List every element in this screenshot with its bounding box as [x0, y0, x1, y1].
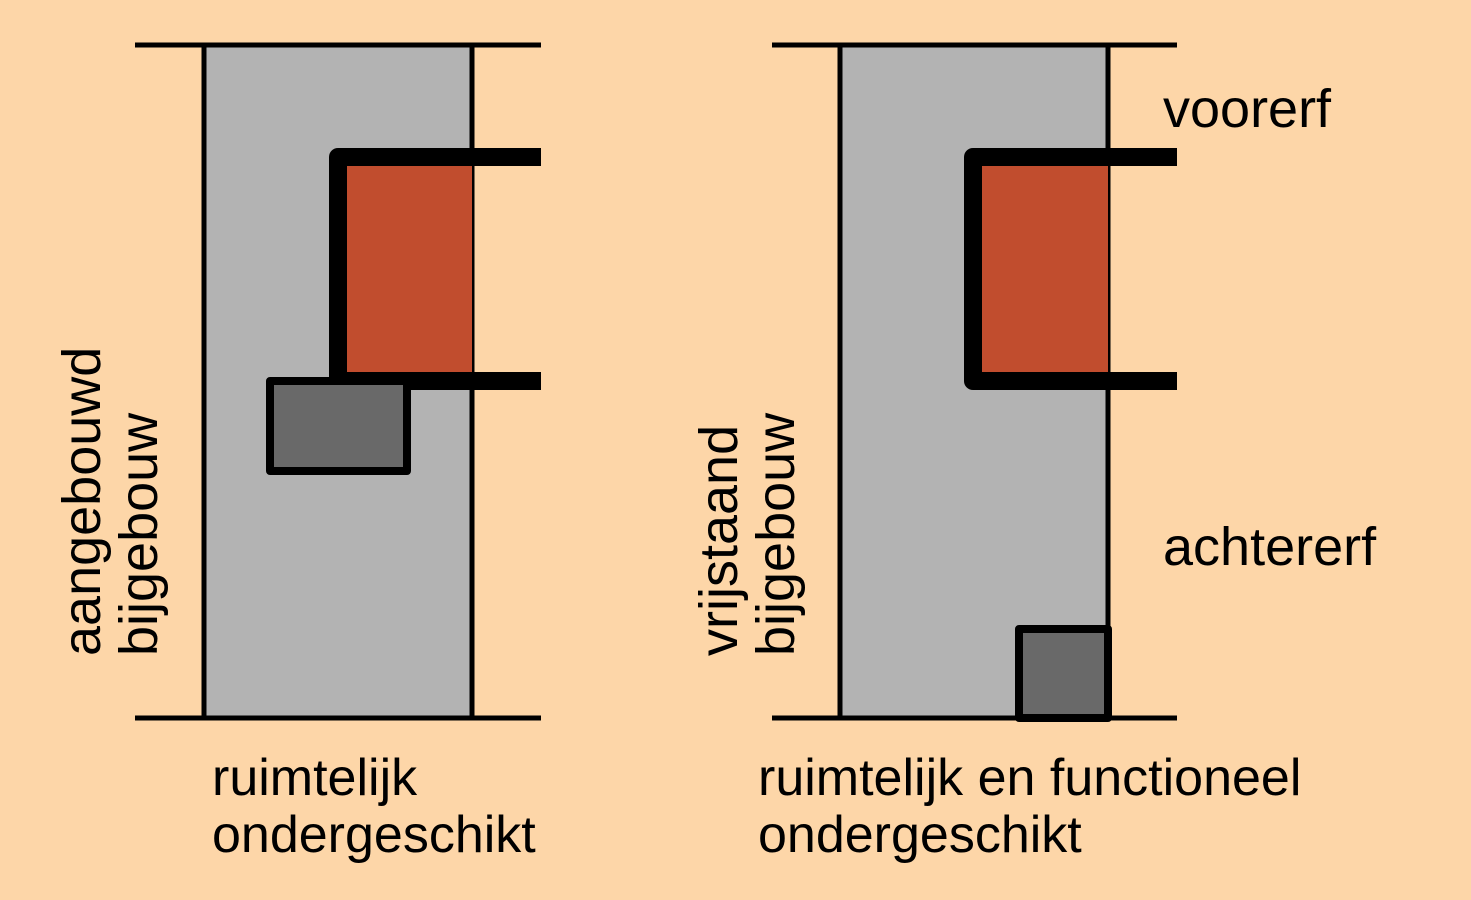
right-side-label-line2: bijgebouw [746, 412, 806, 656]
right-main-house [973, 157, 1108, 381]
left-side-label-line1: aangebouwd [52, 347, 112, 656]
zone-label-front-yard: voorerf [1163, 79, 1332, 139]
left-caption-line1: ruimtelijk [212, 749, 418, 807]
right-panel: vrijstaand bijgebouw voorerf achtererf r… [689, 42, 1377, 864]
right-building-line [964, 148, 1177, 390]
left-caption-line2: ondergeschikt [212, 806, 536, 864]
left-main-house [338, 157, 472, 381]
left-panel: aangebouwd bijgebouw ruimtelijk onderges… [52, 42, 541, 864]
right-detached-annex [1015, 625, 1112, 722]
left-building-line [329, 148, 541, 390]
left-side-label-line2: bijgebouw [109, 412, 169, 656]
right-side-label-line1: vrijstaand [689, 425, 749, 656]
right-caption-line1: ruimtelijk en functioneel [758, 749, 1301, 807]
left-attached-annex [266, 377, 411, 475]
zone-label-back-yard: achtererf [1163, 517, 1377, 577]
right-caption-line2: ondergeschikt [758, 806, 1082, 864]
